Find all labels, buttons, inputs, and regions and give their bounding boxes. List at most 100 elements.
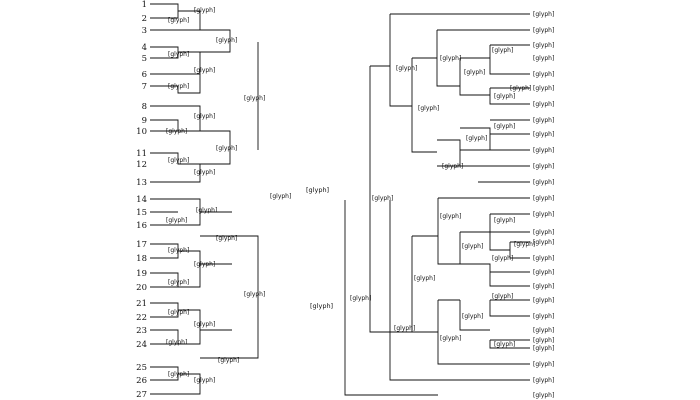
right-leaf-label: [glyph] [533,392,554,399]
right-branch-10 [459,58,490,96]
right-annotation: [glyph] [494,341,515,348]
middle-tag-top: [glyph] [306,186,329,194]
right-annotation: [glyph] [492,47,513,54]
left-annotation: [glyph] [194,67,215,74]
left-annotation: [glyph] [168,157,189,164]
right-leaf-label: [glyph] [533,195,554,202]
left-annotation: [glyph] [244,95,265,102]
left-leaf-number: 27 [136,390,147,400]
right-annotation: [glyph] [494,217,515,224]
right-annotation: [glyph] [464,69,485,76]
left-branch-1 [150,3,179,19]
right-branch-1 [344,200,438,396]
right-branch-33 [509,242,530,259]
right-branch-31 [489,214,510,251]
left-branch-16 [150,329,179,344]
right-leaf-label: [glyph] [533,297,554,304]
left-leaf-number: 5 [142,54,147,64]
right-branch-26 [437,198,460,265]
left-annotation: [glyph] [216,37,237,44]
left-leaf-number: 16 [136,221,147,231]
left-annotation: [glyph] [168,17,189,24]
right-annotation: [glyph] [514,241,535,248]
left-leaf-number: 11 [136,149,147,159]
left-leaf-number: 25 [136,363,147,373]
right-leaf-label: [glyph] [533,211,554,218]
right-branch-39 [459,300,490,331]
middle-tag-bottom: [glyph] [310,302,333,310]
right-annotation: [glyph] [418,105,439,112]
right-leaf-label: [glyph] [533,337,554,344]
left-leaf-labels: 1234567891011121314151617181920212223242… [136,0,147,400]
left-leaf-number: 14 [136,195,147,205]
right-leaf-label: [glyph] [533,131,554,138]
right-leaf-label: [glyph] [533,101,554,108]
right-annotation: [glyph] [510,85,531,92]
right-tree-branches [344,13,530,396]
left-branch-8 [150,152,201,183]
left-leaf-number: 22 [136,313,147,323]
left-branch-13 [150,272,179,287]
left-annotation: [glyph] [196,207,217,214]
left-leaf-number: 24 [136,340,147,350]
right-branch-37 [437,300,460,365]
right-branch-2 [369,66,390,333]
right-branch-34 [460,263,530,287]
left-annotation: [glyph] [194,7,215,14]
right-leaf-label: [glyph] [533,269,554,276]
right-leaf-label: [glyph] [533,377,554,384]
left-annotation: [glyph] [218,357,239,364]
right-annotation: [glyph] [492,255,513,262]
right-leaf-label: [glyph] [533,27,554,34]
right-annotation: [glyph] [466,135,487,142]
left-leaf-number: 23 [136,326,147,336]
right-branch-15 [489,88,530,105]
right-annotation: [glyph] [350,295,371,302]
right-leaf-label: [glyph] [533,361,554,368]
right-leaf-label: [glyph] [533,313,554,320]
left-branch-5 [150,74,201,94]
left-annotation: [glyph] [168,247,189,254]
right-leaf-label: [glyph] [533,85,554,92]
left-annotation: [glyph] [168,51,189,58]
right-leaf-labels: [glyph] [glyph] [glyph] [glyph] [glyph] [glyp… [533,11,554,399]
left-branch-18 [150,373,201,395]
left-annotation: [glyph] [166,339,187,346]
left-branch-2 [150,10,201,31]
right-branch-41 [489,300,530,317]
left-annotation: [glyph] [166,217,187,224]
right-annotation: [glyph] [372,195,393,202]
left-annotation: [glyph] [244,291,265,298]
right-branch-4 [389,14,412,107]
left-leaf-number: 19 [136,269,147,279]
left-annotation: [glyph] [168,371,189,378]
right-leaf-label: [glyph] [533,255,554,262]
left-leaf-number: 15 [136,208,147,218]
right-branch-6 [411,58,437,153]
right-branch-43 [489,340,530,349]
left-leaf-number: 4 [142,43,147,53]
left-leaf-number: 1 [142,0,147,10]
right-leaf-label: [glyph] [533,55,554,62]
left-leaf-number: 6 [142,70,147,80]
left-leaf-number: 17 [136,240,147,250]
left-annotation: [glyph] [194,321,215,328]
left-tree-annotations: [glyph] [glyph] [glyph] [glyph] [glyph] … [166,7,291,384]
left-annotation: [glyph] [194,261,215,268]
right-leaf-label: [glyph] [533,11,554,18]
left-branch-23 [200,235,259,359]
left-annotation: [glyph] [270,193,291,200]
left-branch-12 [150,250,201,288]
left-leaf-number: 3 [142,26,147,36]
left-leaf-number: 13 [136,178,147,188]
left-branch-6 [150,105,201,132]
left-tree-branches [150,3,259,395]
right-annotation: [glyph] [440,213,461,220]
left-leaf-number: 8 [142,102,147,112]
left-annotation: [glyph] [168,83,189,90]
right-annotation: [glyph] [440,55,461,62]
right-branch-13 [489,45,530,75]
right-annotation: [glyph] [494,123,515,130]
left-branch-4 [150,51,201,75]
